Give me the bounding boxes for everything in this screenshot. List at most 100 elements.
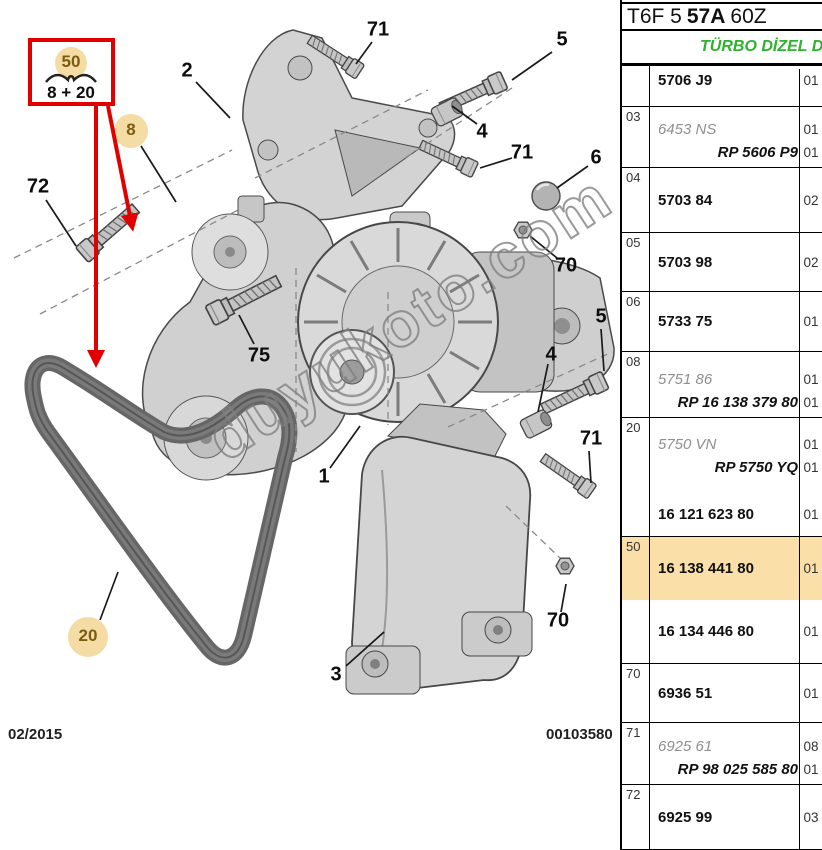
- part-qty: 01: [799, 69, 822, 92]
- callout-6: 6: [590, 146, 602, 169]
- callout-72: 72: [26, 175, 50, 198]
- row-index: 71: [622, 723, 650, 784]
- row-index: 20: [622, 418, 650, 536]
- part-qty: 01: [799, 455, 822, 479]
- callout-1: 1: [318, 465, 330, 488]
- nut-70-bottom: [555, 557, 575, 575]
- part-qty: 01: [799, 758, 822, 781]
- row-index: 05: [622, 233, 650, 291]
- alignment-dashes: [13, 87, 613, 559]
- part-qty: 01: [799, 620, 822, 643]
- callout-70-bottom: 70: [546, 609, 570, 632]
- callout-71-top: 71: [366, 18, 390, 41]
- table-row-highlighted[interactable]: 50 16 138 441 80 01 16 134 446 80 01: [622, 537, 822, 664]
- part-qty: 01: [799, 310, 822, 333]
- doc-number: 00103580: [546, 726, 613, 743]
- bolt-72: [74, 199, 144, 264]
- row-index: 72: [622, 785, 650, 849]
- table-row[interactable]: 06 5733 75 01: [622, 292, 822, 352]
- callout-5-right: 5: [595, 305, 607, 328]
- row-index: 70: [622, 664, 650, 722]
- part-number: 6925 99: [658, 808, 713, 826]
- part-number: 5703 84: [658, 191, 713, 209]
- replacement-part-number: RP 5606 P9: [717, 144, 798, 161]
- part-qty: 01: [799, 368, 822, 391]
- date-stamp: 02/2015: [8, 726, 63, 743]
- part-qty: 01: [799, 681, 822, 705]
- table-row[interactable]: 72 6925 99 03: [622, 785, 822, 850]
- cap-6: [531, 181, 561, 211]
- callout-circle-20: [68, 617, 108, 657]
- catalog-code-header: T6F 5 57A 60Z: [622, 2, 822, 31]
- annotation-red: [28, 38, 139, 368]
- callout-8: 8: [126, 120, 136, 139]
- part-qty: 02: [799, 188, 822, 212]
- table-row[interactable]: 08 5751 86 01 RP 16 138 379 80 01: [622, 352, 822, 418]
- part-qty: 01: [799, 391, 822, 414]
- nut-70-top: [513, 221, 533, 239]
- part-qty: 03: [799, 805, 822, 829]
- replacement-part-number: RP 98 025 585 80: [677, 761, 798, 778]
- part-number: 5750 VN: [658, 435, 717, 453]
- callout-71-right: 71: [579, 427, 603, 450]
- part-number: 6925 61: [658, 738, 713, 755]
- callout-formula: 8 + 20: [47, 83, 95, 102]
- table-row[interactable]: 04 5703 84 02: [622, 168, 822, 233]
- part-number: 5733 75: [658, 313, 713, 330]
- highlight-box: [28, 38, 115, 106]
- table-row[interactable]: 71 6925 61 08 RP 98 025 585 80 01: [622, 723, 822, 785]
- code-suffix: 60Z: [730, 4, 767, 28]
- part-number: 6936 51: [658, 684, 713, 702]
- row-index: 03: [622, 107, 650, 167]
- callout-70-top: 70: [554, 254, 578, 277]
- bracket-3-shape: [345, 403, 533, 695]
- replacement-part-number: RP 5750 YQ: [714, 458, 798, 476]
- callout-2: 2: [181, 59, 193, 82]
- part-qty: 01: [799, 432, 822, 456]
- part-number: 6453 NS: [658, 121, 717, 138]
- part-qty: 01: [799, 118, 822, 141]
- table-row[interactable]: 70 6936 51 01: [622, 664, 822, 723]
- row-index: [622, 66, 650, 106]
- leader-lines: [45, 41, 605, 667]
- part-qty: 01: [799, 557, 822, 580]
- part-qty: 01: [799, 502, 822, 526]
- row-index: 04: [622, 168, 650, 232]
- part-number: 16 121 623 80: [658, 505, 754, 523]
- brace-shape: [45, 73, 97, 83]
- callout-4-right: 4: [545, 343, 557, 366]
- part-number: 16 138 441 80: [658, 560, 754, 577]
- callout-50: 50: [61, 52, 81, 71]
- replacement-part-number: RP 16 138 379 80: [677, 394, 798, 411]
- row-highlight-band: [622, 537, 822, 600]
- belt-shape: [24, 355, 298, 666]
- code-bold: 57A: [686, 4, 726, 28]
- callout-3: 3: [330, 663, 342, 686]
- callout-75: 75: [247, 344, 271, 367]
- callout-circle-50: [55, 47, 87, 79]
- table-row[interactable]: 20 5750 VN 01 RP 5750 YQ 01 16 121 623 8…: [622, 418, 822, 537]
- part-number: 5706 J9: [658, 72, 713, 89]
- table-row[interactable]: 05 5703 98 02: [622, 233, 822, 292]
- parts-table-panel: T6F 5 57A 60Z TÜRBO DİZEL D 5706 J9 01 0…: [620, 0, 822, 850]
- callout-circle-8: [114, 114, 148, 148]
- part-number: 16 134 446 80: [658, 623, 754, 640]
- bolt-71-right: [537, 450, 598, 500]
- table-row[interactable]: 03 6453 NS 01 RP 5606 P9 01: [622, 107, 822, 168]
- part-qty: 01: [799, 141, 822, 164]
- callout-20: 20: [78, 626, 98, 645]
- row-index: 06: [622, 292, 650, 351]
- part-qty: 08: [799, 735, 822, 758]
- row-index: 50: [622, 537, 650, 663]
- part-number: 5703 98: [658, 253, 713, 271]
- table-row[interactable]: 5706 J9 01: [622, 66, 822, 107]
- bracket-2-shape: [242, 29, 456, 221]
- part-number: 5751 86: [658, 371, 713, 388]
- red-arrow-to-tensioner: [106, 105, 139, 232]
- code-prefix: T6F 5: [627, 4, 682, 28]
- callout-71-mid: 71: [510, 141, 534, 164]
- engine-variant-header: TÜRBO DİZEL D: [622, 31, 822, 66]
- callout-4-top: 4: [476, 120, 488, 143]
- part-qty: 02: [799, 250, 822, 274]
